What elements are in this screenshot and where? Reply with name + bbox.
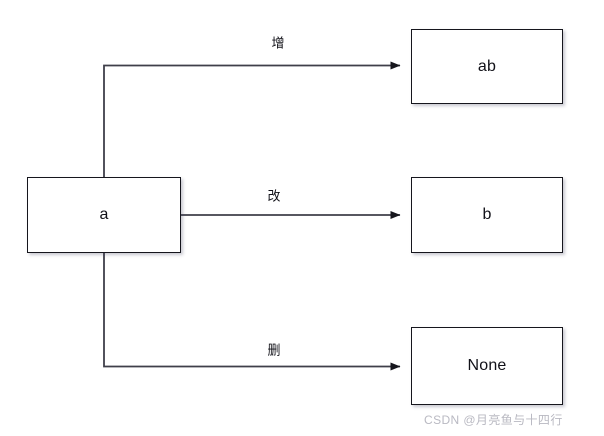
node-a[interactable]: a — [27, 177, 181, 253]
edge-path-delete — [103, 253, 401, 371]
node-a-label: a — [99, 206, 109, 223]
edge-label-delete: 删 — [267, 342, 281, 358]
csdn-watermark: CSDN @月亮鱼与十四行 — [424, 413, 563, 427]
node-ab-label: ab — [477, 57, 497, 75]
edge-label-add: 增 — [271, 35, 285, 51]
edge-label-modify: 改 — [267, 188, 281, 204]
node-none[interactable]: None — [411, 327, 563, 405]
edge-path-add — [103, 61, 401, 177]
node-b-label: b — [482, 206, 492, 223]
node-ab[interactable]: ab — [411, 29, 563, 104]
node-none-label: None — [467, 357, 507, 374]
node-b[interactable]: b — [411, 177, 563, 253]
